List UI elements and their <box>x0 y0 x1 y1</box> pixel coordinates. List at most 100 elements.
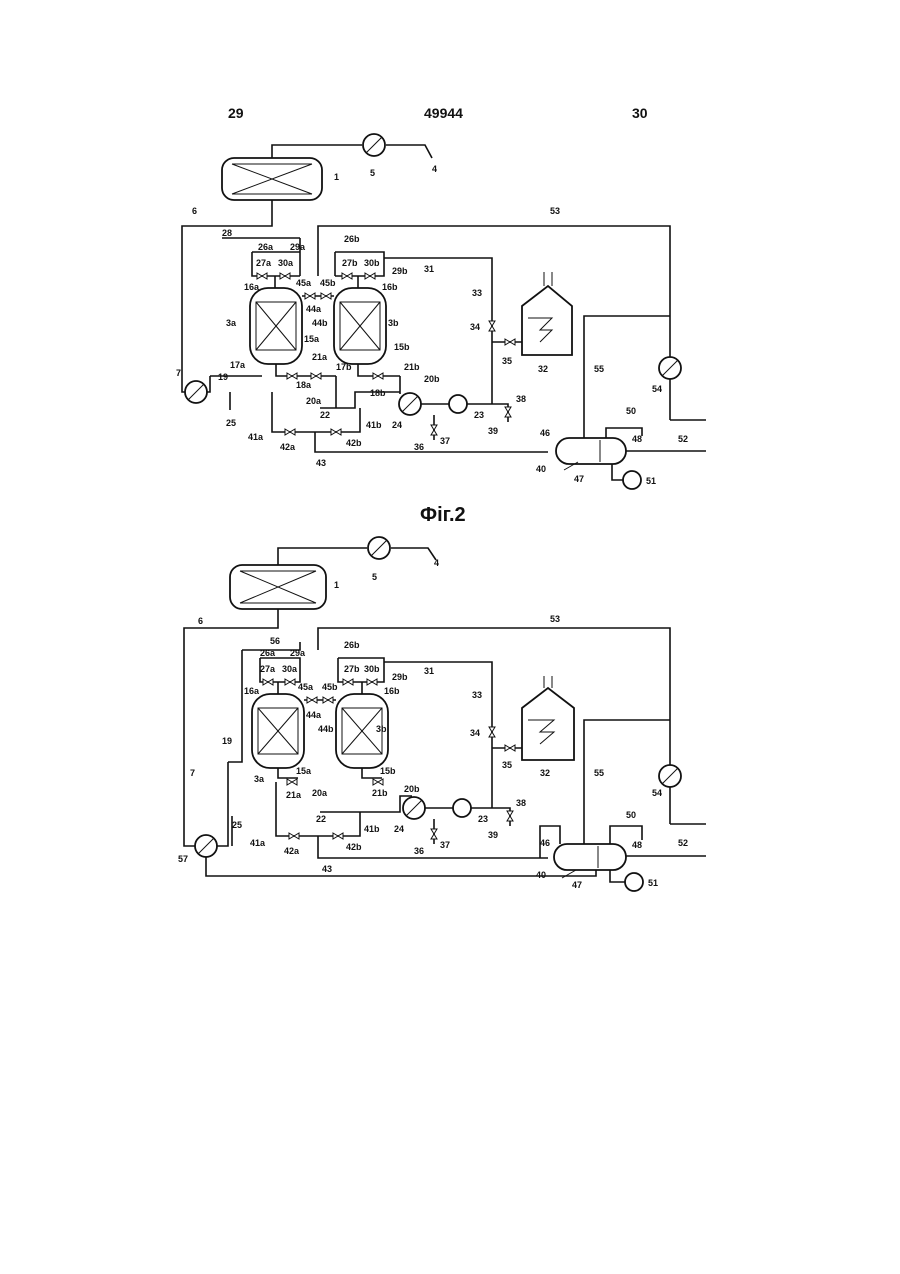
furnace-32-b <box>522 688 574 760</box>
part-label: 26b <box>344 640 360 650</box>
part-label: 20b <box>404 784 420 794</box>
part-label: 6 <box>198 616 203 626</box>
separator-40 <box>556 438 626 464</box>
part-label: 21a <box>286 790 302 800</box>
part-label: 40 <box>536 870 546 880</box>
furnace-32 <box>522 286 572 355</box>
part-label: 21a <box>312 352 328 362</box>
part-label: 35 <box>502 356 512 366</box>
part-label: 45a <box>298 682 314 692</box>
part-label: 23 <box>478 814 488 824</box>
part-label: 47 <box>572 880 582 890</box>
part-label: 45b <box>322 682 338 692</box>
part-label: 36 <box>414 846 424 856</box>
part-label: 27a <box>260 664 276 674</box>
part-label: 26a <box>258 242 274 252</box>
part-label: 5 <box>372 572 377 582</box>
part-label: 3a <box>254 774 265 784</box>
part-label: 22 <box>316 814 326 824</box>
part-label: 3a <box>226 318 237 328</box>
part-label: 30a <box>282 664 298 674</box>
part-label: 39 <box>488 830 498 840</box>
part-label: 51 <box>648 878 658 888</box>
patent-number: 49944 <box>424 105 463 121</box>
part-label: 3b <box>388 318 399 328</box>
part-label: 15a <box>296 766 312 776</box>
part-label: 5 <box>370 168 375 178</box>
part-label: 25 <box>226 418 236 428</box>
part-label: 20a <box>312 788 328 798</box>
part-label: 42b <box>346 842 362 852</box>
part-label: 15b <box>380 766 396 776</box>
part-label: 32 <box>540 768 550 778</box>
part-label: 4 <box>434 558 439 568</box>
part-label: 46 <box>540 428 550 438</box>
part-label: 17b <box>336 362 352 372</box>
pump-23 <box>449 395 467 413</box>
part-label: 3b <box>376 724 387 734</box>
part-label: 17a <box>230 360 246 370</box>
part-label: 34 <box>470 322 480 332</box>
part-label: 33 <box>472 690 482 700</box>
part-label: 7 <box>176 368 181 378</box>
process-diagram-bottom: 1 3a 3b 4 5 6 7 15a 15b 16a 16b 19 20a 2… <box>178 537 706 891</box>
part-label: 22 <box>320 410 330 420</box>
part-label: 6 <box>192 206 197 216</box>
part-label: 43 <box>322 864 332 874</box>
part-label: 4 <box>432 164 437 174</box>
part-label: 52 <box>678 838 688 848</box>
part-label: 30b <box>364 258 380 268</box>
part-label: 29b <box>392 672 408 682</box>
part-label: 42a <box>284 846 300 856</box>
part-label: 7 <box>190 768 195 778</box>
part-label: 15a <box>304 334 320 344</box>
part-label: 45a <box>296 278 312 288</box>
part-label: 45b <box>320 278 336 288</box>
part-label: 55 <box>594 768 604 778</box>
part-label: 40 <box>536 464 546 474</box>
part-label: 57 <box>178 854 188 864</box>
page-number-right: 30 <box>632 105 648 121</box>
part-label: 30b <box>364 664 380 674</box>
part-label: 27b <box>342 258 358 268</box>
part-label: 44a <box>306 710 322 720</box>
part-label: 50 <box>626 810 636 820</box>
part-label: 18b <box>370 388 386 398</box>
part-label: 41b <box>364 824 380 834</box>
part-label: 21b <box>404 362 420 372</box>
part-label: 52 <box>678 434 688 444</box>
part-label: 55 <box>594 364 604 374</box>
part-label: 24 <box>394 824 404 834</box>
figure-caption: Фіг.2 <box>420 504 466 526</box>
part-label: 37 <box>440 436 450 446</box>
part-label: 34 <box>470 728 480 738</box>
part-label: 30a <box>278 258 294 268</box>
part-label: 47 <box>574 474 584 484</box>
part-label: 31 <box>424 666 434 676</box>
part-label: 42b <box>346 438 362 448</box>
part-label: 54 <box>652 384 662 394</box>
part-label: 16a <box>244 686 260 696</box>
part-label: 44b <box>318 724 334 734</box>
part-label: 23 <box>474 410 484 420</box>
page-number-left: 29 <box>228 105 244 121</box>
part-label: 1 <box>334 580 339 590</box>
part-label: 29b <box>392 266 408 276</box>
part-label: 27b <box>344 664 360 674</box>
separator-40-b <box>554 844 626 870</box>
part-label: 46 <box>540 838 550 848</box>
part-label: 41a <box>248 432 264 442</box>
part-label: 38 <box>516 798 526 808</box>
part-label: 20a <box>306 396 322 406</box>
part-label: 26b <box>344 234 360 244</box>
pump-51 <box>623 471 641 489</box>
part-label: 54 <box>652 788 662 798</box>
process-diagram-top: 1 3a 3b 4 5 6 7 15a 15b 16a 16b 17a 17b … <box>176 134 706 489</box>
part-label: 20b <box>424 374 440 384</box>
part-label: 24 <box>392 420 402 430</box>
part-label: 29a <box>290 242 306 252</box>
part-label: 56 <box>270 636 280 646</box>
pump-51-b <box>625 873 643 891</box>
part-label: 18a <box>296 380 312 390</box>
